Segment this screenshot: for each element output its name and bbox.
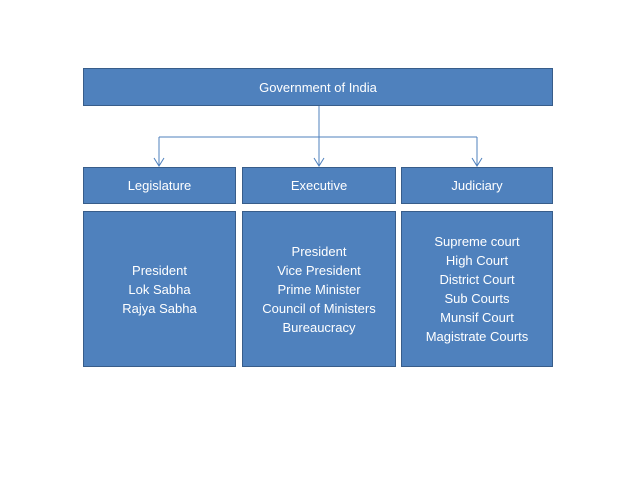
arrowhead-legislature	[153, 157, 165, 167]
root-box: Government of India	[83, 68, 553, 106]
legislature-item: President	[132, 262, 187, 278]
root-label: Government of India	[259, 79, 377, 95]
legislature-items: President Lok Sabha Rajya Sabha	[83, 211, 236, 367]
judiciary-title: Judiciary	[451, 178, 503, 193]
judiciary-item: High Court	[445, 253, 509, 268]
legislature-item: Lok Sabha	[128, 281, 191, 297]
arrowhead-executive	[313, 157, 325, 167]
legislature-title: Legislature	[127, 178, 192, 193]
executive-item: Bureaucracy	[282, 319, 356, 335]
legislature-item: Rajya Sabha	[122, 300, 197, 316]
executive-item: President	[291, 243, 347, 259]
judiciary-items: Supreme court High Court District Court …	[401, 211, 553, 367]
judiciary-item: Munsif Court	[440, 310, 514, 325]
judiciary-header: Judiciary	[401, 167, 553, 204]
judiciary-item: Supreme court	[434, 234, 520, 249]
judiciary-item: District Court	[439, 272, 515, 287]
arrowhead-judiciary	[471, 157, 483, 167]
executive-item: Vice President	[277, 262, 361, 278]
executive-item: Council of Ministers	[262, 300, 376, 316]
judiciary-item: Magistrate Courts	[425, 329, 529, 344]
executive-title: Executive	[290, 178, 348, 193]
legislature-header: Legislature	[83, 167, 236, 204]
executive-items: President Vice President Prime Minister …	[242, 211, 396, 367]
executive-item: Prime Minister	[277, 281, 361, 297]
judiciary-item: Sub Courts	[444, 291, 510, 306]
executive-header: Executive	[242, 167, 396, 204]
